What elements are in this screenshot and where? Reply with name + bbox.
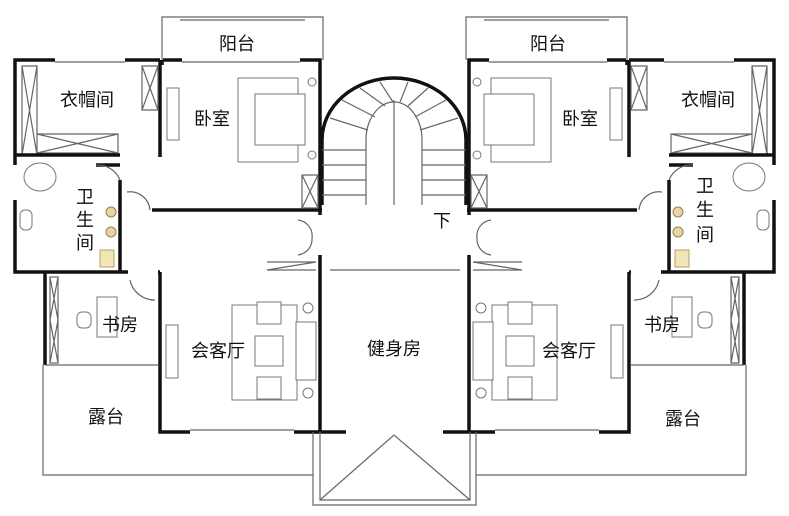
sofa-icon	[295, 321, 317, 381]
room-label-terrace-left: 露台	[88, 407, 124, 428]
room-label-study-right: 书房	[644, 315, 680, 336]
study-wall	[43, 270, 190, 434]
lamp-icon	[302, 302, 314, 314]
sink-icon	[105, 206, 117, 218]
room-label-bathroom-left: 卫	[76, 187, 94, 208]
toilet-icon	[19, 209, 33, 231]
entrance-porch	[312, 432, 477, 506]
bed	[254, 93, 306, 146]
tv-cabinet	[165, 324, 179, 379]
balcony-outline	[161, 16, 324, 60]
room-label-bedroom-right: 卧室	[562, 109, 598, 130]
room-label-bathroom-left: 间	[76, 233, 94, 254]
room-label-balcony-right: 阳台	[530, 34, 566, 55]
armchair-icon	[256, 376, 282, 400]
living-window	[190, 261, 317, 431]
shelf	[99, 249, 115, 268]
terrace-outline	[42, 365, 313, 476]
tv-cabinet	[166, 87, 180, 141]
desk	[96, 296, 118, 338]
door-swing	[95, 164, 151, 211]
nightstand-lamp-icon	[307, 77, 317, 87]
armchair-icon	[256, 301, 282, 325]
room-label-balcony-left: 阳台	[219, 34, 255, 55]
room-label-closet-left: 衣帽间	[60, 90, 114, 111]
door-swing	[297, 219, 313, 256]
room-label-bathroom-right: 间	[696, 225, 714, 246]
room-label-terrace-right: 露台	[665, 409, 701, 430]
room-label-closet-right: 衣帽间	[681, 90, 735, 111]
room-label-gym: 健身房	[367, 339, 421, 360]
room-label-living-left: 会客厅	[191, 341, 245, 362]
door-swing	[129, 279, 156, 301]
bathtub-icon	[23, 162, 57, 192]
room-label-bathroom-left: 生	[76, 210, 94, 231]
stair-down-label: 下	[433, 211, 451, 232]
sink-icon	[105, 226, 117, 238]
room-label-bathroom-right: 生	[696, 200, 714, 221]
spiral-staircase	[320, 76, 468, 205]
exterior-wall	[13, 58, 322, 215]
room-label-living-right: 会客厅	[542, 341, 596, 362]
left-wing	[13, 16, 346, 476]
room-label-study-left: 书房	[102, 315, 138, 336]
lamp-icon	[302, 387, 314, 399]
study-shelf	[45, 276, 158, 366]
chair-icon	[76, 311, 92, 329]
room-label-bathroom-right: 卫	[696, 176, 714, 197]
wardrobe	[301, 174, 319, 209]
room-label-bedroom-left: 卧室	[194, 109, 230, 130]
nightstand-lamp-icon	[307, 150, 317, 160]
coffee-table	[254, 335, 284, 367]
